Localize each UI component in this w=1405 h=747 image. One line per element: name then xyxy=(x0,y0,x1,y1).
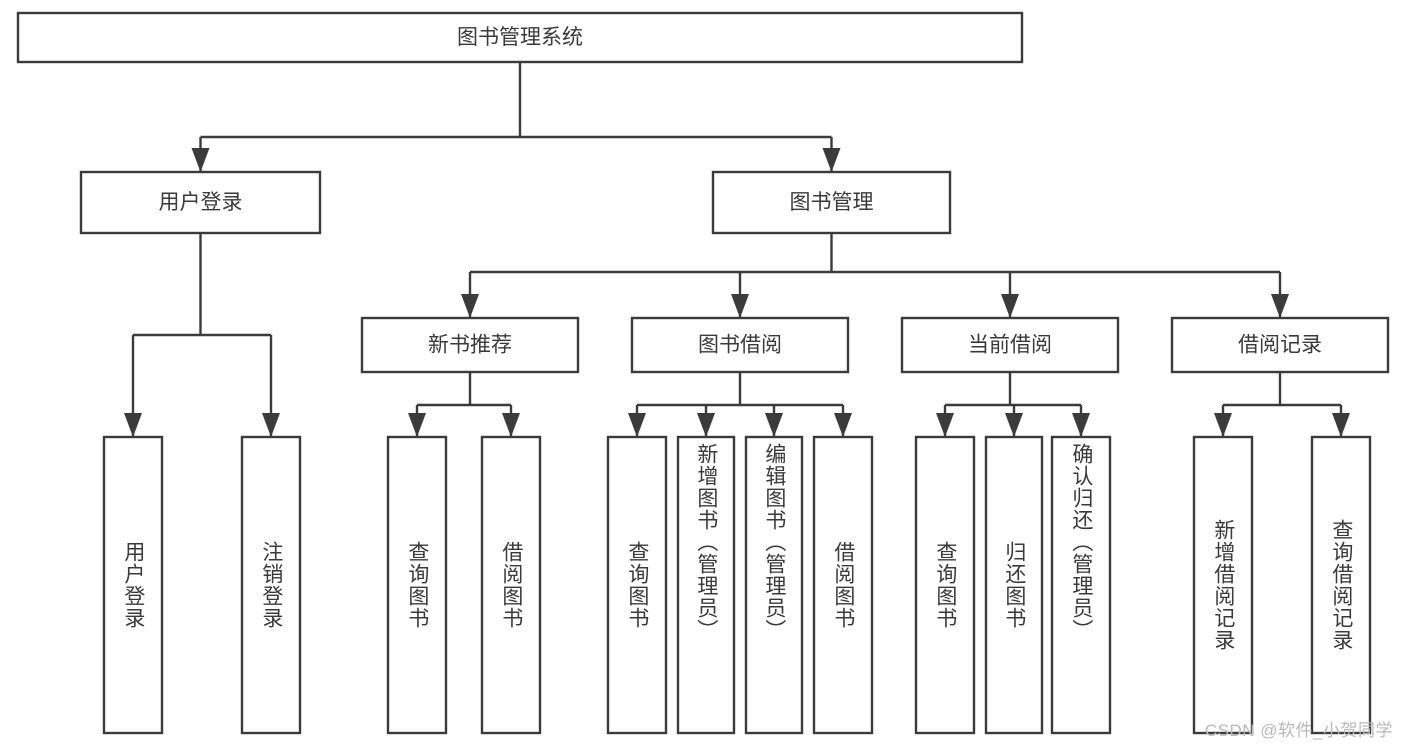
arrow-head xyxy=(191,148,210,172)
leaf-node-box[interactable] xyxy=(1310,435,1372,735)
connectors-layer xyxy=(124,62,1350,437)
level3-node-3[interactable] xyxy=(900,316,1120,374)
level3-node-1[interactable] xyxy=(360,316,580,374)
arrow-head xyxy=(765,413,783,437)
level3-node-4[interactable] xyxy=(1170,316,1390,374)
level3-node-label: 借阅记录 xyxy=(1238,334,1322,357)
level2-node-box[interactable] xyxy=(79,170,322,235)
leaf-node-4[interactable] xyxy=(480,435,542,735)
leaf-node-11[interactable] xyxy=(1050,435,1112,735)
arrow-head xyxy=(822,148,841,172)
level3-node-box[interactable] xyxy=(360,316,580,374)
level2-node-label: 图书管理 xyxy=(790,191,874,214)
leaf-node-7[interactable] xyxy=(744,435,804,735)
leaf-node-box[interactable] xyxy=(812,435,874,735)
root-node-label: 图书管理系统 xyxy=(457,26,583,49)
leaf-node-box[interactable] xyxy=(386,435,448,735)
arrow-head xyxy=(731,294,749,318)
level2-node-1[interactable] xyxy=(79,170,322,235)
level3-node-box[interactable] xyxy=(1170,316,1390,374)
level3-node-label: 新书推荐 xyxy=(428,334,512,357)
level3-node-box[interactable] xyxy=(900,316,1120,374)
leaf-node-box[interactable] xyxy=(480,435,542,735)
arrow-head xyxy=(502,413,520,437)
level2-node-label: 用户登录 xyxy=(159,191,243,214)
leaf-node-box[interactable] xyxy=(606,435,668,735)
level3-node-box[interactable] xyxy=(630,316,850,374)
arrow-head xyxy=(1001,294,1019,318)
leaf-node-10[interactable] xyxy=(984,435,1044,735)
arrow-head xyxy=(697,413,715,437)
leaf-node-box[interactable] xyxy=(1050,435,1112,735)
leaf-node-13[interactable] xyxy=(1310,435,1372,735)
leaf-node-box[interactable] xyxy=(744,435,804,735)
level3-node-label: 图书借阅 xyxy=(698,334,782,357)
leaf-node-3[interactable] xyxy=(386,435,448,735)
level2-node-box[interactable] xyxy=(711,170,952,235)
arrow-head xyxy=(262,413,280,437)
arrow-head xyxy=(936,413,954,437)
leaf-node-box[interactable] xyxy=(1192,435,1254,735)
leaf-node-box[interactable] xyxy=(914,435,976,735)
arrow-head xyxy=(834,413,852,437)
arrow-head xyxy=(124,413,142,437)
leaf-node-9[interactable] xyxy=(914,435,976,735)
leaf-node-6[interactable] xyxy=(676,435,736,735)
arrow-head xyxy=(628,413,646,437)
leaf-node-2[interactable] xyxy=(240,435,302,735)
arrow-head xyxy=(1072,413,1090,437)
arrow-head xyxy=(1214,413,1232,437)
root-node-box[interactable] xyxy=(16,11,1024,64)
level3-node-label: 当前借阅 xyxy=(968,334,1052,357)
leaf-node-box[interactable] xyxy=(240,435,302,735)
arrow-head xyxy=(1005,413,1023,437)
leaf-node-5[interactable] xyxy=(606,435,668,735)
arrow-head xyxy=(461,294,479,318)
level3-node-2[interactable] xyxy=(630,316,850,374)
root-node-1[interactable] xyxy=(16,11,1024,64)
leaf-node-1[interactable] xyxy=(102,435,164,735)
arrow-head xyxy=(1271,294,1289,318)
arrow-head xyxy=(408,413,426,437)
leaf-node-box[interactable] xyxy=(102,435,164,735)
leaf-node-box[interactable] xyxy=(984,435,1044,735)
leaf-node-box[interactable] xyxy=(676,435,736,735)
level2-node-2[interactable] xyxy=(711,170,952,235)
arrow-head xyxy=(1332,413,1350,437)
leaf-node-8[interactable] xyxy=(812,435,874,735)
leaf-node-12[interactable] xyxy=(1192,435,1254,735)
watermark-text: CSDN @软件_小贺同学 xyxy=(1204,721,1393,740)
